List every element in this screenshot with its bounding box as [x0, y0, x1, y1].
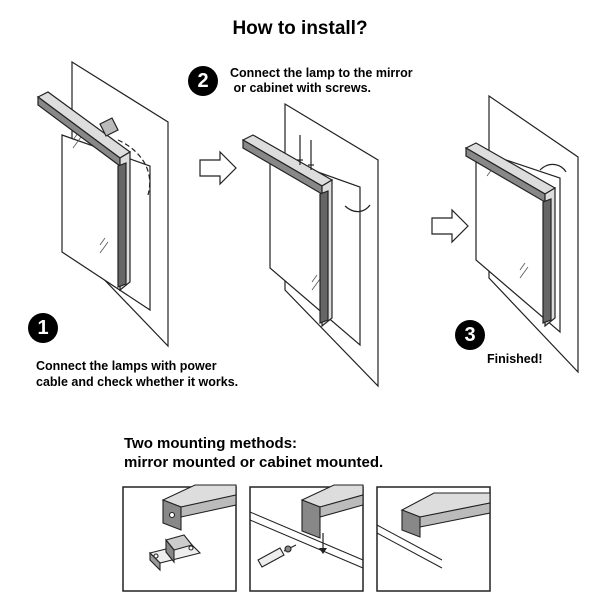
arrow-right-icon	[199, 150, 237, 186]
lamp-icon	[36, 91, 132, 292]
step-2-text: Connect the lamp to the mirror or cabine…	[230, 66, 413, 96]
step-1-text: Connect the lamps with power cable and c…	[36, 358, 238, 390]
mounting-line-1: Two mounting methods:	[124, 435, 298, 452]
step-3-badge: 3	[455, 320, 485, 350]
mounting-panel-3	[376, 486, 491, 592]
mirror-icon	[61, 60, 169, 348]
mirror-icon	[475, 94, 579, 374]
screwdriver-icon	[257, 544, 297, 568]
lamp-icon	[400, 492, 491, 538]
mounting-panel-2	[249, 484, 364, 592]
step-3-text: Finished!	[487, 352, 543, 366]
page-title: How to install?	[232, 18, 368, 39]
bracket-icon	[148, 534, 202, 572]
lamp-icon	[161, 484, 237, 531]
step-2-line-1: Connect the lamp to the mirror	[230, 66, 413, 80]
mounting-methods-heading: Two mounting methods: mirror mounted or …	[124, 434, 383, 472]
step-1-line-1: Connect the lamps with power	[36, 359, 217, 373]
step-1-line-2: cable and check whether it works.	[36, 375, 239, 389]
arrow-right-icon	[431, 208, 469, 244]
lamp-icon	[464, 142, 557, 328]
step-1-badge: 1	[28, 313, 58, 343]
lamp-icon	[241, 134, 334, 328]
mounting-line-2: mirror mounted or cabinet mounted.	[124, 454, 384, 471]
step-2-line-2: or cabinet with screws.	[230, 81, 372, 95]
mounting-panel-1	[122, 484, 237, 592]
step-2-badge: 2	[188, 66, 218, 96]
lamp-icon	[300, 484, 364, 539]
